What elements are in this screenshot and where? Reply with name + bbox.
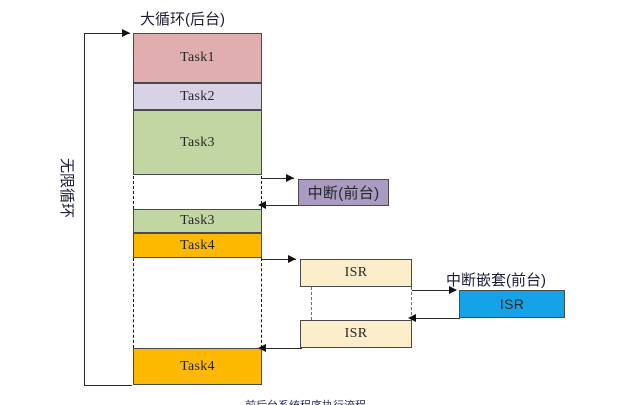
main-loop-title: 大循环(后台) <box>140 11 225 28</box>
isr-gap-dash <box>311 287 312 320</box>
nested-return-arrowhead <box>408 313 416 322</box>
task4-last: Task4 <box>133 348 262 385</box>
task1: Task1 <box>133 33 262 83</box>
interrupt-entry-line <box>262 178 294 179</box>
infinite-loop-label: 无限循环 <box>58 158 75 219</box>
task3-first: Task3 <box>133 110 262 175</box>
interrupt-entry-arrowhead <box>286 173 294 182</box>
loop-top-line <box>84 33 130 34</box>
isr-lower: ISR <box>300 320 412 348</box>
interrupt-return-line <box>262 205 298 206</box>
figure-caption: 前后台系统程序执行流程 <box>245 397 366 405</box>
isr-return-line <box>262 348 302 349</box>
task2: Task2 <box>133 83 262 110</box>
task3-second: Task3 <box>133 209 262 233</box>
nested-isr: ISR <box>459 290 565 318</box>
isr-upper: ISR <box>300 259 412 287</box>
timeline-dash-right-upper <box>261 176 262 209</box>
isr-gap-dash-right <box>411 287 412 320</box>
nested-entry-line <box>412 290 456 291</box>
isr-entry-line <box>262 259 296 260</box>
nested-entry-arrowhead <box>449 285 457 294</box>
timeline-dash-right-lower <box>261 258 262 348</box>
isr-return-arrowhead <box>258 343 266 352</box>
isr-entry-arrowhead <box>288 254 296 263</box>
loop-bottom-line <box>84 385 132 386</box>
nested-interrupt-label: 中断嵌套(前台) <box>446 272 546 289</box>
loop-top-arrowhead <box>122 28 130 37</box>
timeline-dash-left-lower <box>133 258 134 348</box>
loop-left-line <box>84 33 85 385</box>
nested-return-line <box>412 318 460 319</box>
interrupt-foreground: 中断(前台) <box>298 179 389 206</box>
task4-first: Task4 <box>133 233 262 258</box>
timeline-dash-left-upper <box>133 176 134 209</box>
interrupt-return-arrowhead <box>258 200 266 209</box>
